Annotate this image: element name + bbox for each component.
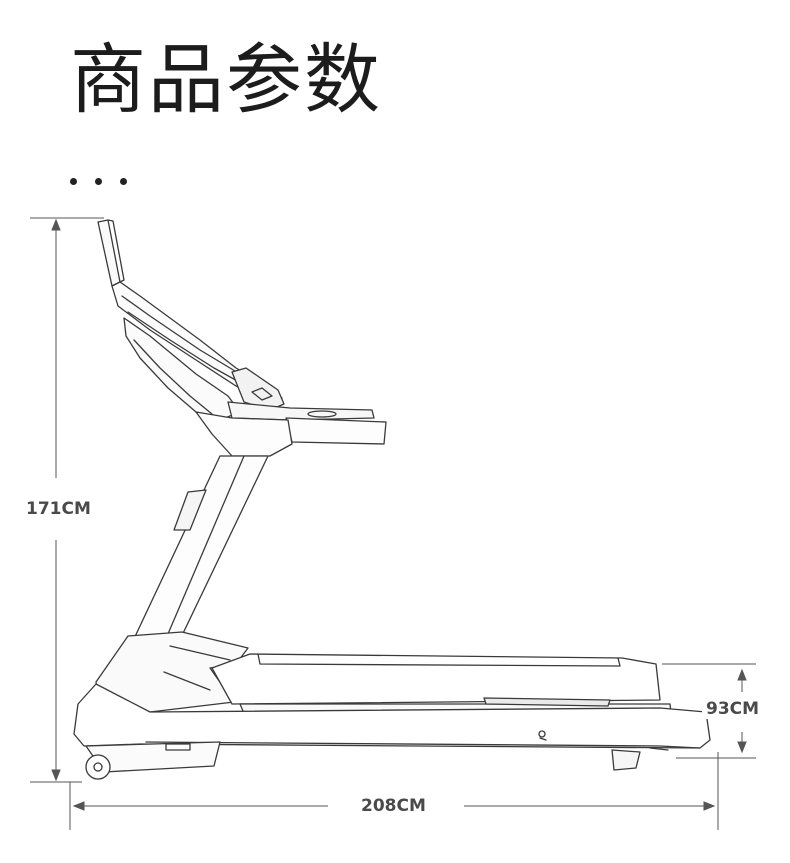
front-wheel [85, 741, 221, 780]
dot [120, 178, 127, 185]
length-dimension-label: 208CM [357, 796, 430, 816]
dot [70, 178, 77, 185]
dimension-lines [30, 217, 756, 830]
handlebar [195, 401, 387, 457]
dot [95, 178, 102, 185]
ellipsis-icon [70, 178, 127, 185]
base-frame [73, 683, 711, 771]
page-title: 商品参数 [70, 35, 382, 124]
height-dimension-label: 171CM [22, 499, 95, 519]
deck-height-dimension-label: 93CM [702, 699, 764, 719]
console-display [97, 219, 285, 411]
